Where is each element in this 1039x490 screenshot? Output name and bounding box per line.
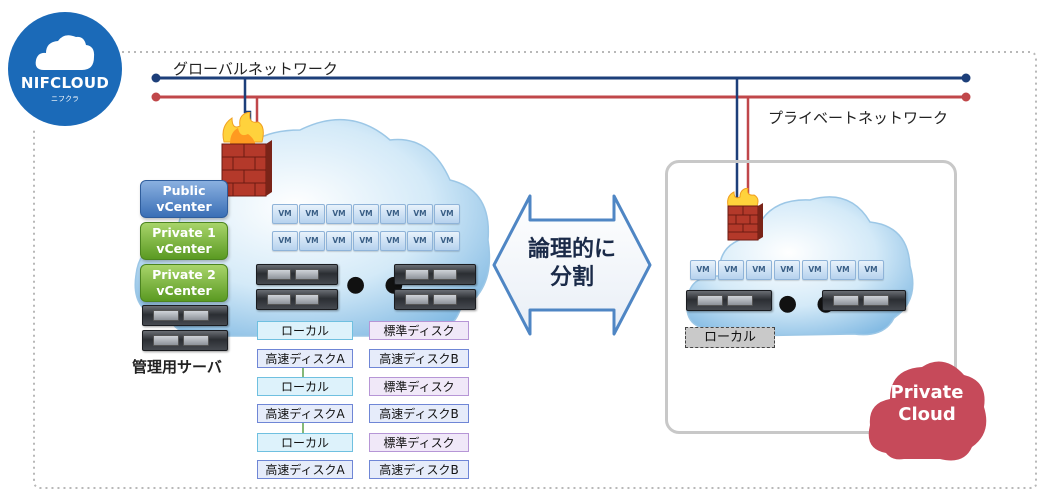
split-label: 論理的に 分割	[500, 236, 644, 292]
private-cloud-shape	[686, 196, 914, 338]
vm-icon: VM	[718, 260, 744, 280]
vm-icon: VM	[802, 260, 828, 280]
vm-icon: VM	[380, 204, 406, 224]
global-network-label: グローバルネットワーク	[173, 60, 338, 78]
private1-vcenter: Private 1 vCenter	[140, 222, 228, 260]
public-vcenter-line2: vCenter	[156, 199, 212, 214]
cloud-icon	[35, 35, 95, 70]
management-server-label: 管理用サーバ	[132, 358, 222, 376]
private-network-label: プライベートネットワーク	[768, 109, 949, 127]
logo-sub: ニフクラ	[51, 95, 79, 103]
vm-icon: VM	[326, 204, 352, 224]
vm-icon: VM	[774, 260, 800, 280]
local-disk: ローカル	[257, 433, 353, 452]
host-server	[822, 290, 906, 311]
vm-icon: VM	[326, 231, 352, 251]
vm-icon: VM	[746, 260, 772, 280]
standard-disk: 標準ディスク	[369, 377, 469, 396]
private1-vcenter-line2: vCenter	[156, 241, 212, 256]
public-vcenter: Public vCenter	[140, 180, 228, 218]
split-label-line2: 分割	[549, 265, 594, 290]
vm-icon: VM	[353, 231, 379, 251]
logo-name: NIFCLOUD	[20, 74, 110, 92]
vm-icon: VM	[858, 260, 884, 280]
standard-disk: 標準ディスク	[369, 321, 469, 340]
vm-icon: VM	[407, 204, 433, 224]
fast-disk-b: 高速ディスクB	[369, 460, 469, 479]
fast-disk-a: 高速ディスクA	[257, 349, 353, 368]
vm-icon: VM	[690, 260, 716, 280]
nifcloud-logo: NIFCLOUD ニフクラ	[8, 12, 122, 126]
host-server	[256, 289, 338, 310]
private-cloud-badge	[868, 361, 987, 461]
private2-vcenter-line2: vCenter	[156, 283, 212, 298]
public-vcenter-line1: Public	[162, 183, 206, 198]
private2-vcenter-line1: Private 2	[152, 267, 216, 282]
fast-disk-b: 高速ディスクB	[369, 349, 469, 368]
host-server	[256, 264, 338, 285]
private-cloud-badge-label: Private Cloud	[874, 382, 980, 426]
vm-icon: VM	[299, 204, 325, 224]
double-arrow-icon	[492, 194, 652, 336]
host-server	[686, 290, 772, 311]
vm-icon: VM	[380, 231, 406, 251]
vm-icon: VM	[272, 231, 298, 251]
vm-icon: VM	[830, 260, 856, 280]
private2-vcenter: Private 2 vCenter	[140, 264, 228, 302]
local-disk: ローカル	[257, 377, 353, 396]
fast-disk-b: 高速ディスクB	[369, 404, 469, 423]
vm-icon: VM	[272, 204, 298, 224]
management-server	[142, 305, 228, 326]
ellipsis: ● ●	[346, 272, 410, 297]
standard-disk: 標準ディスク	[369, 433, 469, 452]
fast-disk-a: 高速ディスクA	[257, 460, 353, 479]
vm-icon: VM	[434, 231, 460, 251]
private-cloud-box	[665, 160, 957, 434]
vm-icon: VM	[434, 204, 460, 224]
firewall-icon	[727, 188, 763, 241]
firewall-icon	[221, 112, 272, 197]
private-local-disk: ローカル	[685, 327, 775, 348]
vm-icon: VM	[299, 231, 325, 251]
badge-line1: Private	[890, 382, 964, 403]
vm-icon: VM	[353, 204, 379, 224]
management-server	[142, 330, 228, 351]
fast-disk-a: 高速ディスクA	[257, 404, 353, 423]
host-server	[394, 264, 476, 285]
split-label-line1: 論理的に	[527, 237, 616, 262]
local-disk: ローカル	[257, 321, 353, 340]
host-server	[394, 289, 476, 310]
vm-icon: VM	[407, 231, 433, 251]
badge-line2: Cloud	[898, 404, 956, 425]
private1-vcenter-line1: Private 1	[152, 225, 216, 240]
